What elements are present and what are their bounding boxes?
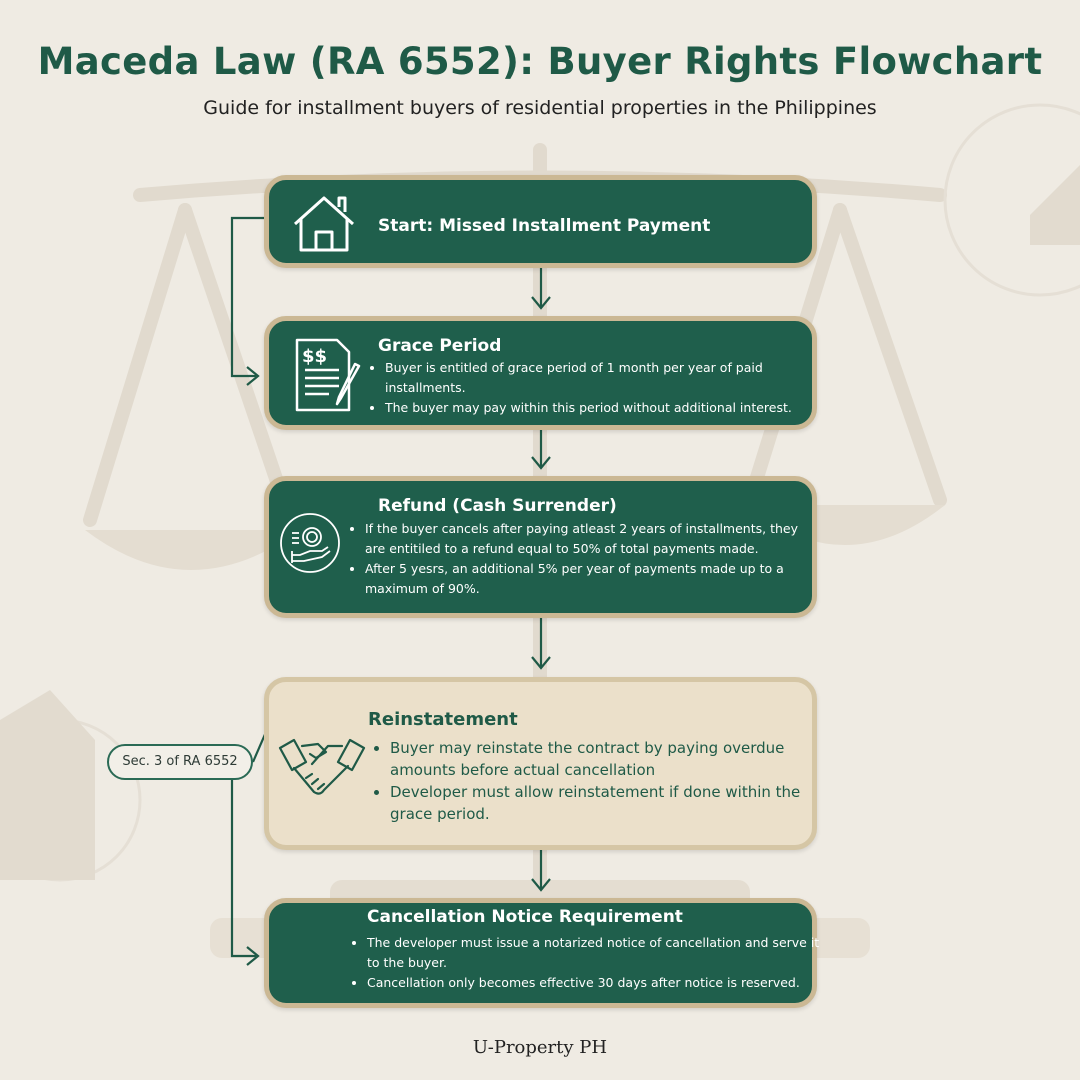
svg-text:$$: $$ xyxy=(302,346,327,367)
step-cancellation-notice-box: Cancellation Notice Requirement The deve… xyxy=(264,898,819,1008)
step-grace-period-box: $$ Grace Period Buyer is entitled of gra… xyxy=(264,316,817,430)
list-item: Buyer may reinstate the contract by payi… xyxy=(390,737,810,781)
step-grace-period-title: Grace Period xyxy=(378,336,502,356)
page-title: Maceda Law (RA 6552): Buyer Rights Flowc… xyxy=(37,40,1043,83)
house-icon xyxy=(293,196,355,252)
page-subtitle: Guide for installment buyers of resident… xyxy=(203,97,877,119)
step-cancellation-notice-title: Cancellation Notice Requirement xyxy=(367,907,683,927)
footer-brand: U-Property PH xyxy=(472,1037,608,1058)
list-item: If the buyer cancels after paying atleas… xyxy=(365,519,820,559)
step-cancellation-notice-bullets: The developer must issue a notarized not… xyxy=(351,933,827,993)
step-refund-bullets: If the buyer cancels after paying atleas… xyxy=(349,519,820,599)
list-item: Cancellation only becomes effective 30 d… xyxy=(367,973,827,993)
step-refund-title: Refund (Cash Surrender) xyxy=(378,496,617,516)
handshake-icon xyxy=(278,738,366,795)
step-start-title: Start: Missed Installment Payment xyxy=(378,216,711,236)
list-item: After 5 yesrs, an additional 5% per year… xyxy=(365,559,820,599)
step-reinstatement-bullets: Buyer may reinstate the contract by payi… xyxy=(374,737,810,825)
list-item: Buyer is entitled of grace period of 1 m… xyxy=(385,358,805,398)
step-start-box: Start: Missed Installment Payment xyxy=(264,175,817,268)
step-refund-box: Refund (Cash Surrender) If the buyer can… xyxy=(264,476,817,618)
section-reference-label: Sec. 3 of RA 6552 xyxy=(107,744,253,780)
step-reinstatement-box: Reinstatement Buyer may reinstate the co… xyxy=(264,677,817,850)
step-grace-period-bullets: Buyer is entitled of grace period of 1 m… xyxy=(369,358,805,418)
list-item: The developer must issue a notarized not… xyxy=(367,933,827,973)
coins-hand-icon xyxy=(280,513,340,573)
document-dollar-icon: $$ xyxy=(295,338,361,412)
list-item: The buyer may pay within this period wit… xyxy=(385,398,805,418)
step-reinstatement-title: Reinstatement xyxy=(368,709,518,730)
list-item: Developer must allow reinstatement if do… xyxy=(390,781,810,825)
